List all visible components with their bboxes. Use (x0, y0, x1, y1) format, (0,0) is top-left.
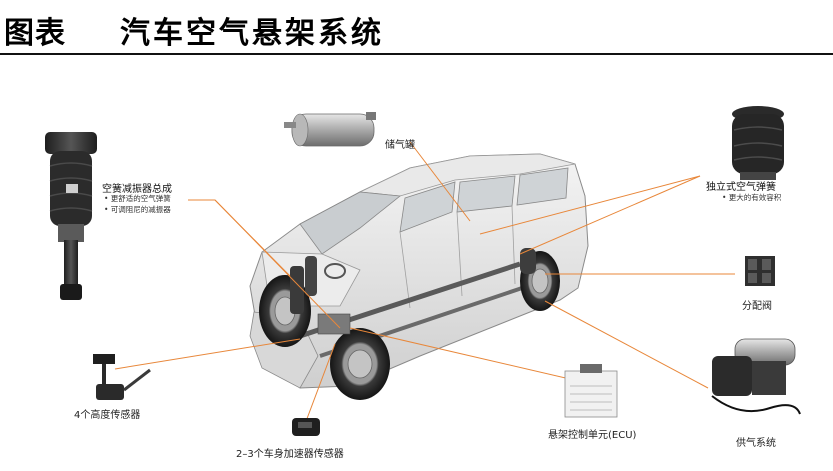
air-suspension-diagram: 空簧减振器总成 • 更舒适的空气弹簧 • 可调阻尼的减振器 储气罐 独立式空气弹… (0, 56, 833, 471)
suv-cutaway (250, 154, 588, 400)
accel-sensor-label: 2–3个车身加速器传感器 (236, 445, 344, 460)
figure-label: 图表 (4, 8, 66, 52)
valve-block-label: 分配阀 (742, 297, 772, 312)
air-spring-bullets: • 更大的有效容积 (722, 192, 781, 203)
reservoir-label: 储气罐 (385, 136, 415, 151)
ecu-label: 悬架控制单元(ECU) (548, 426, 636, 441)
air-strut-bullets: • 更舒适的空气弹簧 • 可调阻尼的减振器 (104, 193, 171, 215)
height-sensor-label: 4个高度传感器 (74, 406, 140, 421)
air-strut-illustration (45, 132, 97, 300)
height-sensor-illustration (93, 354, 150, 400)
compressor-illustration (712, 339, 800, 414)
front-right-wheel (330, 328, 390, 400)
air-spring-illustration (732, 106, 784, 180)
air-strut-bullet-2: • 可调阻尼的减振器 (104, 204, 171, 215)
header-rule (0, 53, 833, 55)
air-reservoir-illustration (284, 112, 376, 146)
compressor-label: 供气系统 (736, 434, 776, 449)
valve-block-illustration (745, 256, 775, 286)
accel-sensor-illustration (292, 418, 320, 436)
figure-title: 汽车空气悬架系统 (120, 8, 384, 52)
ecu-illustration (565, 364, 617, 417)
air-strut-bullet-1: • 更舒适的空气弹簧 (104, 193, 171, 204)
air-spring-label: 独立式空气弹簧 (706, 178, 776, 193)
figure-header: 图表 汽车空气悬架系统 (0, 0, 833, 56)
air-spring-bullet-1: • 更大的有效容积 (722, 192, 781, 203)
